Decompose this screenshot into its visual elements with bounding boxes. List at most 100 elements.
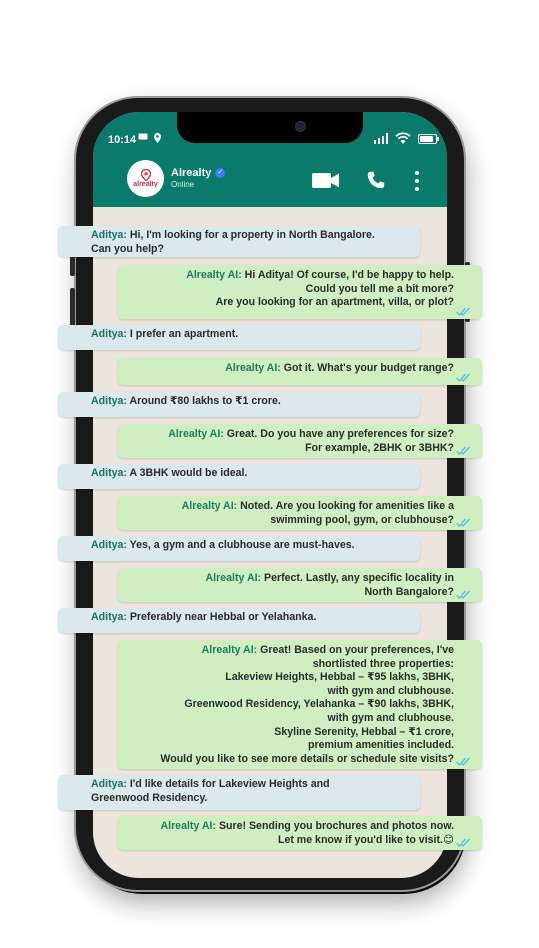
message-speaker: Aditya:	[91, 229, 127, 241]
message-line: For example, 2BHK or 3BHK?	[128, 442, 454, 456]
message-text: Great! Based on your preferences, I've	[257, 644, 454, 656]
message-text: with gym and clubhouse.	[327, 711, 454, 724]
message-speaker: Alrealty AI:	[160, 820, 217, 832]
volume-down-button	[70, 288, 75, 326]
message-text: Hi Aditya! Of course, I'd be happy to he…	[241, 269, 454, 281]
message-line: Aditya: A 3BHK would be ideal.	[91, 467, 412, 481]
message-bubble-user[interactable]: Aditya: I prefer an apartment.	[58, 325, 420, 350]
message-text: Perfect. Lastly, any specific locality i…	[261, 572, 454, 584]
message-line: North Bangalore?	[128, 586, 454, 600]
message-line: Alrealty AI: Hi Aditya! Of course, I'd b…	[128, 269, 454, 283]
message-text: For example, 2BHK or 3BHK?	[305, 441, 454, 454]
message-text: Yes, a gym and a clubhouse are must-have…	[126, 539, 355, 551]
read-ticks-icon	[456, 590, 470, 599]
message-bubble-ai[interactable]: Alrealty AI: Hi Aditya! Of course, I'd b…	[118, 265, 482, 319]
status-time: 10:14	[108, 134, 137, 146]
message-text: Sure! Sending you brochures and photos n…	[216, 820, 454, 832]
message-line: Aditya: I'd like details for Lakeview He…	[91, 778, 412, 792]
message-speaker: Alrealty AI:	[168, 428, 224, 440]
message-line: Alrealty AI: Perfect. Lastly, any specif…	[128, 572, 454, 586]
battery-icon	[418, 134, 439, 144]
message-line: swimming pool, gym, or clubhouse?	[128, 514, 454, 528]
message-speaker: Aditya:	[91, 328, 127, 340]
message-line: Aditya: I prefer an apartment.	[91, 328, 412, 342]
message-line: Lakeview Heights, Hebbal – ₹95 lakhs, 3B…	[128, 671, 454, 685]
message-text: North Bangalore?	[364, 585, 454, 598]
message-text: Great. Do you have any preferences for s…	[223, 428, 454, 440]
read-ticks-icon	[456, 307, 470, 316]
message-line: shortlisted three properties:	[128, 658, 454, 672]
message-speaker: Aditya:	[91, 778, 127, 790]
contact-name[interactable]: Alrealty✓	[171, 167, 226, 179]
read-ticks-icon	[456, 518, 470, 527]
message-bubble-ai[interactable]: Alrealty AI: Great! Based on your prefer…	[118, 640, 482, 769]
message-line: Greenwood Residency.	[91, 792, 412, 806]
message-line: Skyline Serenity, Hebbal – ₹1 crore,	[128, 726, 454, 740]
message-bubble-user[interactable]: Aditya: Preferably near Hebbal or Yelaha…	[58, 608, 420, 633]
message-text: Got it. What's your budget range?	[280, 362, 454, 374]
message-text: shortlisted three properties:	[312, 657, 454, 670]
message-speaker: Aditya:	[91, 395, 127, 407]
message-text: Noted. Are you looking for amenities lik…	[237, 500, 454, 512]
message-speaker: Alrealty AI:	[201, 644, 258, 656]
location-status-icon	[154, 133, 161, 146]
message-speaker: Alrealty AI:	[225, 362, 281, 374]
message-text: A 3BHK would be ideal.	[126, 467, 248, 479]
message-text: Hi, I'm looking for a property in North …	[126, 229, 375, 241]
message-line: with gym and clubhouse.	[128, 685, 454, 699]
message-line: Alrealty AI: Great! Based on your prefer…	[128, 644, 454, 658]
message-line: Aditya: Yes, a gym and a clubhouse are m…	[91, 539, 412, 553]
message-text: Would you like to see more details or sc…	[160, 752, 454, 765]
message-text: with gym and clubhouse.	[327, 684, 454, 697]
location-pin-logo-icon	[140, 169, 151, 181]
contact-status: Online	[171, 180, 195, 189]
message-text: premium amenities included.	[308, 739, 454, 752]
message-speaker: Aditya:	[91, 467, 127, 479]
message-speaker: Aditya:	[91, 539, 127, 551]
contact-avatar[interactable]: alrealty	[127, 160, 164, 197]
message-text: Around ₹80 lakhs to ₹1 crore.	[126, 395, 281, 407]
verified-badge-icon: ✓	[215, 168, 226, 179]
message-line: premium amenities included.	[128, 739, 454, 753]
message-text: Lakeview Heights, Hebbal – ₹95 lakhs, 3B…	[225, 671, 454, 684]
message-bubble-user[interactable]: Aditya: Around ₹80 lakhs to ₹1 crore.	[58, 392, 420, 417]
message-line: Greenwood Residency, Yelahanka – ₹90 lak…	[128, 698, 454, 712]
message-bubble-ai[interactable]: Alrealty AI: Got it. What's your budget …	[118, 358, 482, 385]
message-line: Alrealty AI: Great. Do you have any pref…	[128, 428, 454, 442]
message-text: Greenwood Residency, Yelahanka – ₹90 lak…	[184, 698, 454, 711]
message-speaker: Alrealty AI:	[205, 572, 262, 584]
message-text: I'd like details for Lakeview Heights an…	[126, 778, 330, 790]
message-line: Would you like to see more details or sc…	[128, 753, 454, 767]
message-bubble-ai[interactable]: Alrealty AI: Perfect. Lastly, any specif…	[118, 568, 482, 602]
phone-call-icon[interactable]	[367, 171, 385, 189]
message-line: Aditya: Hi, I'm looking for a property i…	[91, 229, 412, 243]
message-bubble-ai[interactable]: Alrealty AI: Great. Do you have any pref…	[118, 424, 482, 458]
message-line: Aditya: Preferably near Hebbal or Yelaha…	[91, 611, 412, 625]
message-bubble-user[interactable]: Aditya: Yes, a gym and a clubhouse are m…	[58, 536, 420, 561]
more-menu-icon[interactable]	[414, 171, 420, 191]
contact-name-label: Alrealty	[171, 167, 212, 179]
message-text: Can you help?	[91, 242, 164, 255]
message-text: Skyline Serenity, Hebbal – ₹1 crore,	[274, 725, 454, 738]
message-bubble-user[interactable]: Aditya: I'd like details for Lakeview He…	[58, 775, 420, 810]
read-ticks-icon	[456, 446, 470, 455]
message-status-icon	[138, 133, 148, 144]
wifi-icon	[395, 132, 411, 145]
message-bubble-ai[interactable]: Alrealty AI: Sure! Sending you brochures…	[118, 816, 482, 850]
message-text: Let me know if you'd like to visit.😊	[277, 833, 454, 846]
message-speaker: Aditya:	[91, 611, 127, 623]
video-call-icon[interactable]	[312, 172, 339, 189]
read-ticks-icon	[456, 757, 470, 766]
message-bubble-user[interactable]: Aditya: Hi, I'm looking for a property i…	[58, 226, 420, 257]
message-text: Are you looking for an apartment, villa,…	[215, 296, 454, 309]
message-bubble-user[interactable]: Aditya: A 3BHK would be ideal.	[58, 464, 420, 489]
message-line: Let me know if you'd like to visit.😊	[128, 834, 454, 848]
message-bubble-ai[interactable]: Alrealty AI: Noted. Are you looking for …	[118, 496, 482, 530]
message-line: with gym and clubhouse.	[128, 712, 454, 726]
front-camera	[295, 121, 306, 132]
message-line: Are you looking for an apartment, villa,…	[128, 296, 454, 310]
message-text: Could you tell me a bit more?	[305, 282, 454, 295]
read-ticks-icon	[456, 373, 470, 382]
message-line: Alrealty AI: Got it. What's your budget …	[128, 362, 454, 376]
message-speaker: Alrealty AI:	[186, 269, 242, 281]
